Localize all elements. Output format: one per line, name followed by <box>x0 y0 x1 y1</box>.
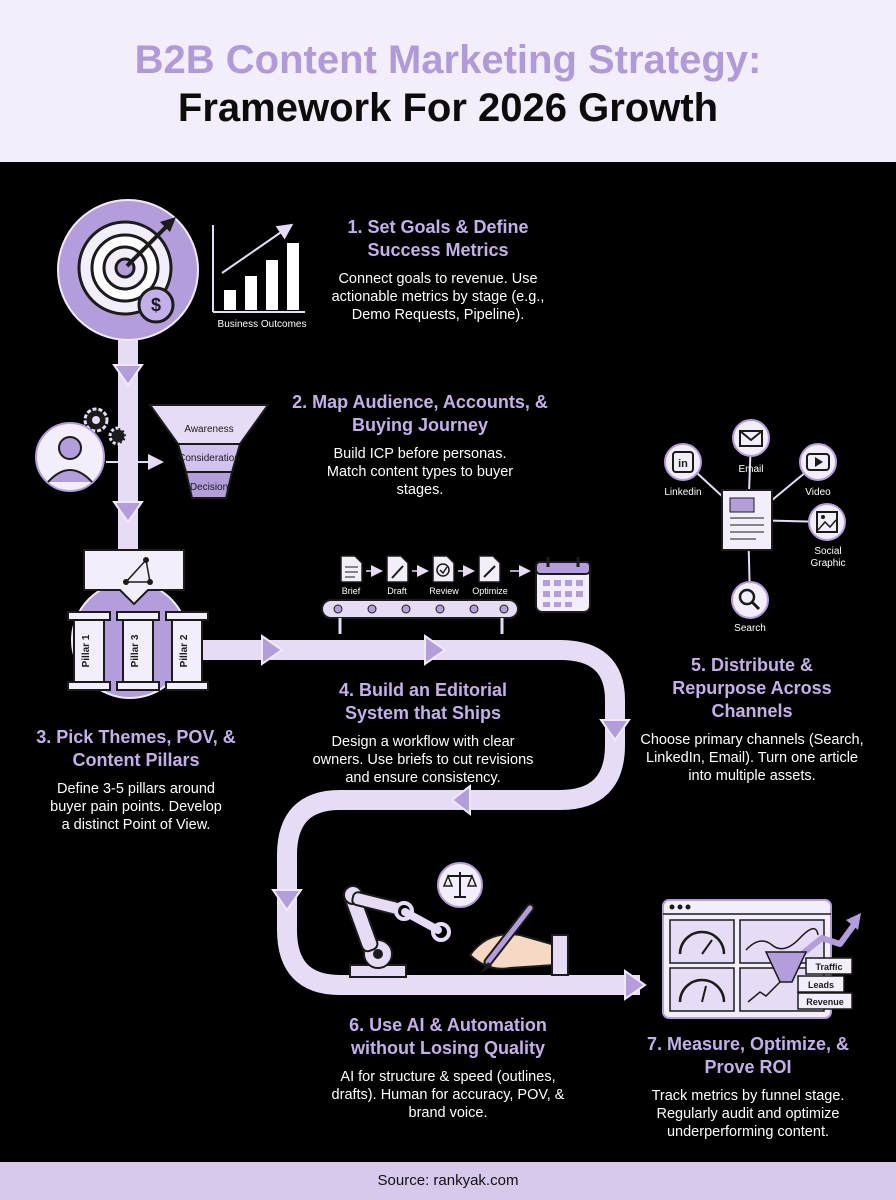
workflow-icon-group: Brief Draft Review Optimize <box>321 555 591 634</box>
footer-source: Source: rankyak.com <box>0 1162 896 1200</box>
dollar-coin-icon: $ <box>137 286 175 324</box>
pillar-1-icon: Pillar 1 <box>67 611 111 691</box>
audience-icon-group: Awareness Consideration Decision <box>35 404 270 499</box>
channel-video: Video <box>805 487 831 498</box>
step-5-title: 5. Distribute & Repurpose Across Channel… <box>672 655 832 721</box>
metric-leads: Leads <box>808 980 834 990</box>
optimize-doc-icon <box>478 555 501 583</box>
draft-doc-icon <box>386 555 409 583</box>
calendar-icon <box>535 557 591 613</box>
step-7-text: Track metrics by funnel stage. Regularly… <box>651 1088 845 1140</box>
flow-arrows <box>112 364 647 1001</box>
ai-automation-icon-group <box>343 862 569 978</box>
funnel-awareness: Awareness <box>184 424 233 435</box>
funnel-decision: Decision <box>190 482 228 493</box>
article-icon <box>721 489 773 551</box>
step-2: 2. Map Audience, Accounts, & Buying Jour… <box>280 391 560 499</box>
flow-path <box>118 340 640 995</box>
step-3-text: Define 3-5 pillars around buyer pain poi… <box>50 781 222 833</box>
step-4-text: Design a workflow with clear owners. Use… <box>312 734 534 786</box>
robot-arm-icon <box>343 885 407 978</box>
search-icon <box>731 581 769 619</box>
trend-arrow-icon <box>790 913 861 965</box>
user-avatar-icon <box>35 422 105 492</box>
social-graphic-icon <box>808 503 846 541</box>
goals-icon-group: $ <box>57 199 199 341</box>
workflow-optimize: Optimize <box>472 586 508 596</box>
step-7: 7. Measure, Optimize, & Prove ROI Track … <box>628 1033 868 1141</box>
channel-email: Email <box>738 464 763 475</box>
hand-pen-icon <box>468 903 569 976</box>
gauge-icon <box>678 930 726 1003</box>
svg-text:$: $ <box>151 295 161 315</box>
metric-traffic: Traffic <box>815 962 842 972</box>
step-6-text: AI for structure & speed (outlines, draf… <box>331 1069 565 1121</box>
step-2-title: 2. Map Audience, Accounts, & Buying Jour… <box>292 392 548 435</box>
brief-doc-icon <box>340 555 363 583</box>
business-outcomes-label: Business Outcomes <box>218 319 307 330</box>
bar-chart-icon: Business Outcomes <box>212 223 307 330</box>
step-7-title: 7. Measure, Optimize, & Prove ROI <box>646 1034 850 1077</box>
svg-text:in: in <box>678 458 688 470</box>
step-2-text: Build ICP before personas. Match content… <box>326 446 514 498</box>
step-1-text: Connect goals to revenue. Use actionable… <box>331 271 545 323</box>
step-3: 3. Pick Themes, POV, & Content Pillars D… <box>30 726 242 834</box>
pillars-icon-group: Pillar 1 Pillar 3 Pillar 2 <box>67 549 209 699</box>
step-4: 4. Build an Editorial System that Ships … <box>313 679 534 787</box>
speech-bubble-icon <box>83 549 185 606</box>
line-chart-icon <box>745 928 819 1003</box>
workflow-brief: Brief <box>342 586 361 596</box>
funnel-icon: Awareness Consideration Decision <box>148 404 270 499</box>
metrics-funnel-icon: Traffic Leads Revenue <box>764 951 853 1010</box>
step-5: 5. Distribute & Repurpose Across Channel… <box>640 654 863 785</box>
channel-graphic: Graphic <box>810 558 845 569</box>
title-line-2: Framework For 2026 Growth <box>177 86 719 130</box>
step-1-title: 1. Set Goals & Define Success Metrics <box>347 217 529 260</box>
pillar-1-label: Pillar 1 <box>81 634 92 667</box>
pillar-2-label: Pillar 2 <box>179 634 190 667</box>
step-4-title: 4. Build an Editorial System that Ships <box>338 680 508 723</box>
channel-social: Social <box>814 546 841 557</box>
scale-icon <box>437 862 483 908</box>
channel-search: Search <box>734 623 766 634</box>
step-5-text: Choose primary channels (Search, LinkedI… <box>640 732 864 784</box>
gears-icon <box>83 407 128 446</box>
workflow-draft: Draft <box>387 586 407 596</box>
funnel-consideration: Consideration <box>178 453 240 464</box>
conveyor-belt-icon <box>321 599 519 634</box>
channel-linkedin: Linkedin <box>664 487 701 498</box>
pillar-3-label: Pillar 3 <box>130 634 141 667</box>
step-6: 6. Use AI & Automation without Losing Qu… <box>322 1014 574 1122</box>
linkedin-icon: in <box>664 443 702 481</box>
step-6-title: 6. Use AI & Automation without Losing Qu… <box>349 1015 547 1058</box>
header: B2B Content Marketing Strategy: Framewor… <box>0 0 896 162</box>
channels-icon-group: in Linkedin Email Video Social Graphic S <box>664 419 846 634</box>
step-3-title: 3. Pick Themes, POV, & Content Pillars <box>36 727 236 770</box>
video-icon <box>799 443 837 481</box>
email-icon <box>732 419 770 457</box>
wrench-icon <box>394 901 451 942</box>
workflow-review: Review <box>429 586 459 596</box>
step-1: 1. Set Goals & Define Success Metrics Co… <box>318 216 558 324</box>
review-doc-icon <box>432 555 455 583</box>
pillar-2-icon: Pillar 3 <box>116 611 160 691</box>
metric-revenue: Revenue <box>806 997 844 1007</box>
dashboard-icon-group: Traffic Leads Revenue <box>662 899 861 1019</box>
title-line-1: B2B Content Marketing Strategy: <box>134 38 762 82</box>
pillar-3-icon: Pillar 2 <box>165 611 209 691</box>
